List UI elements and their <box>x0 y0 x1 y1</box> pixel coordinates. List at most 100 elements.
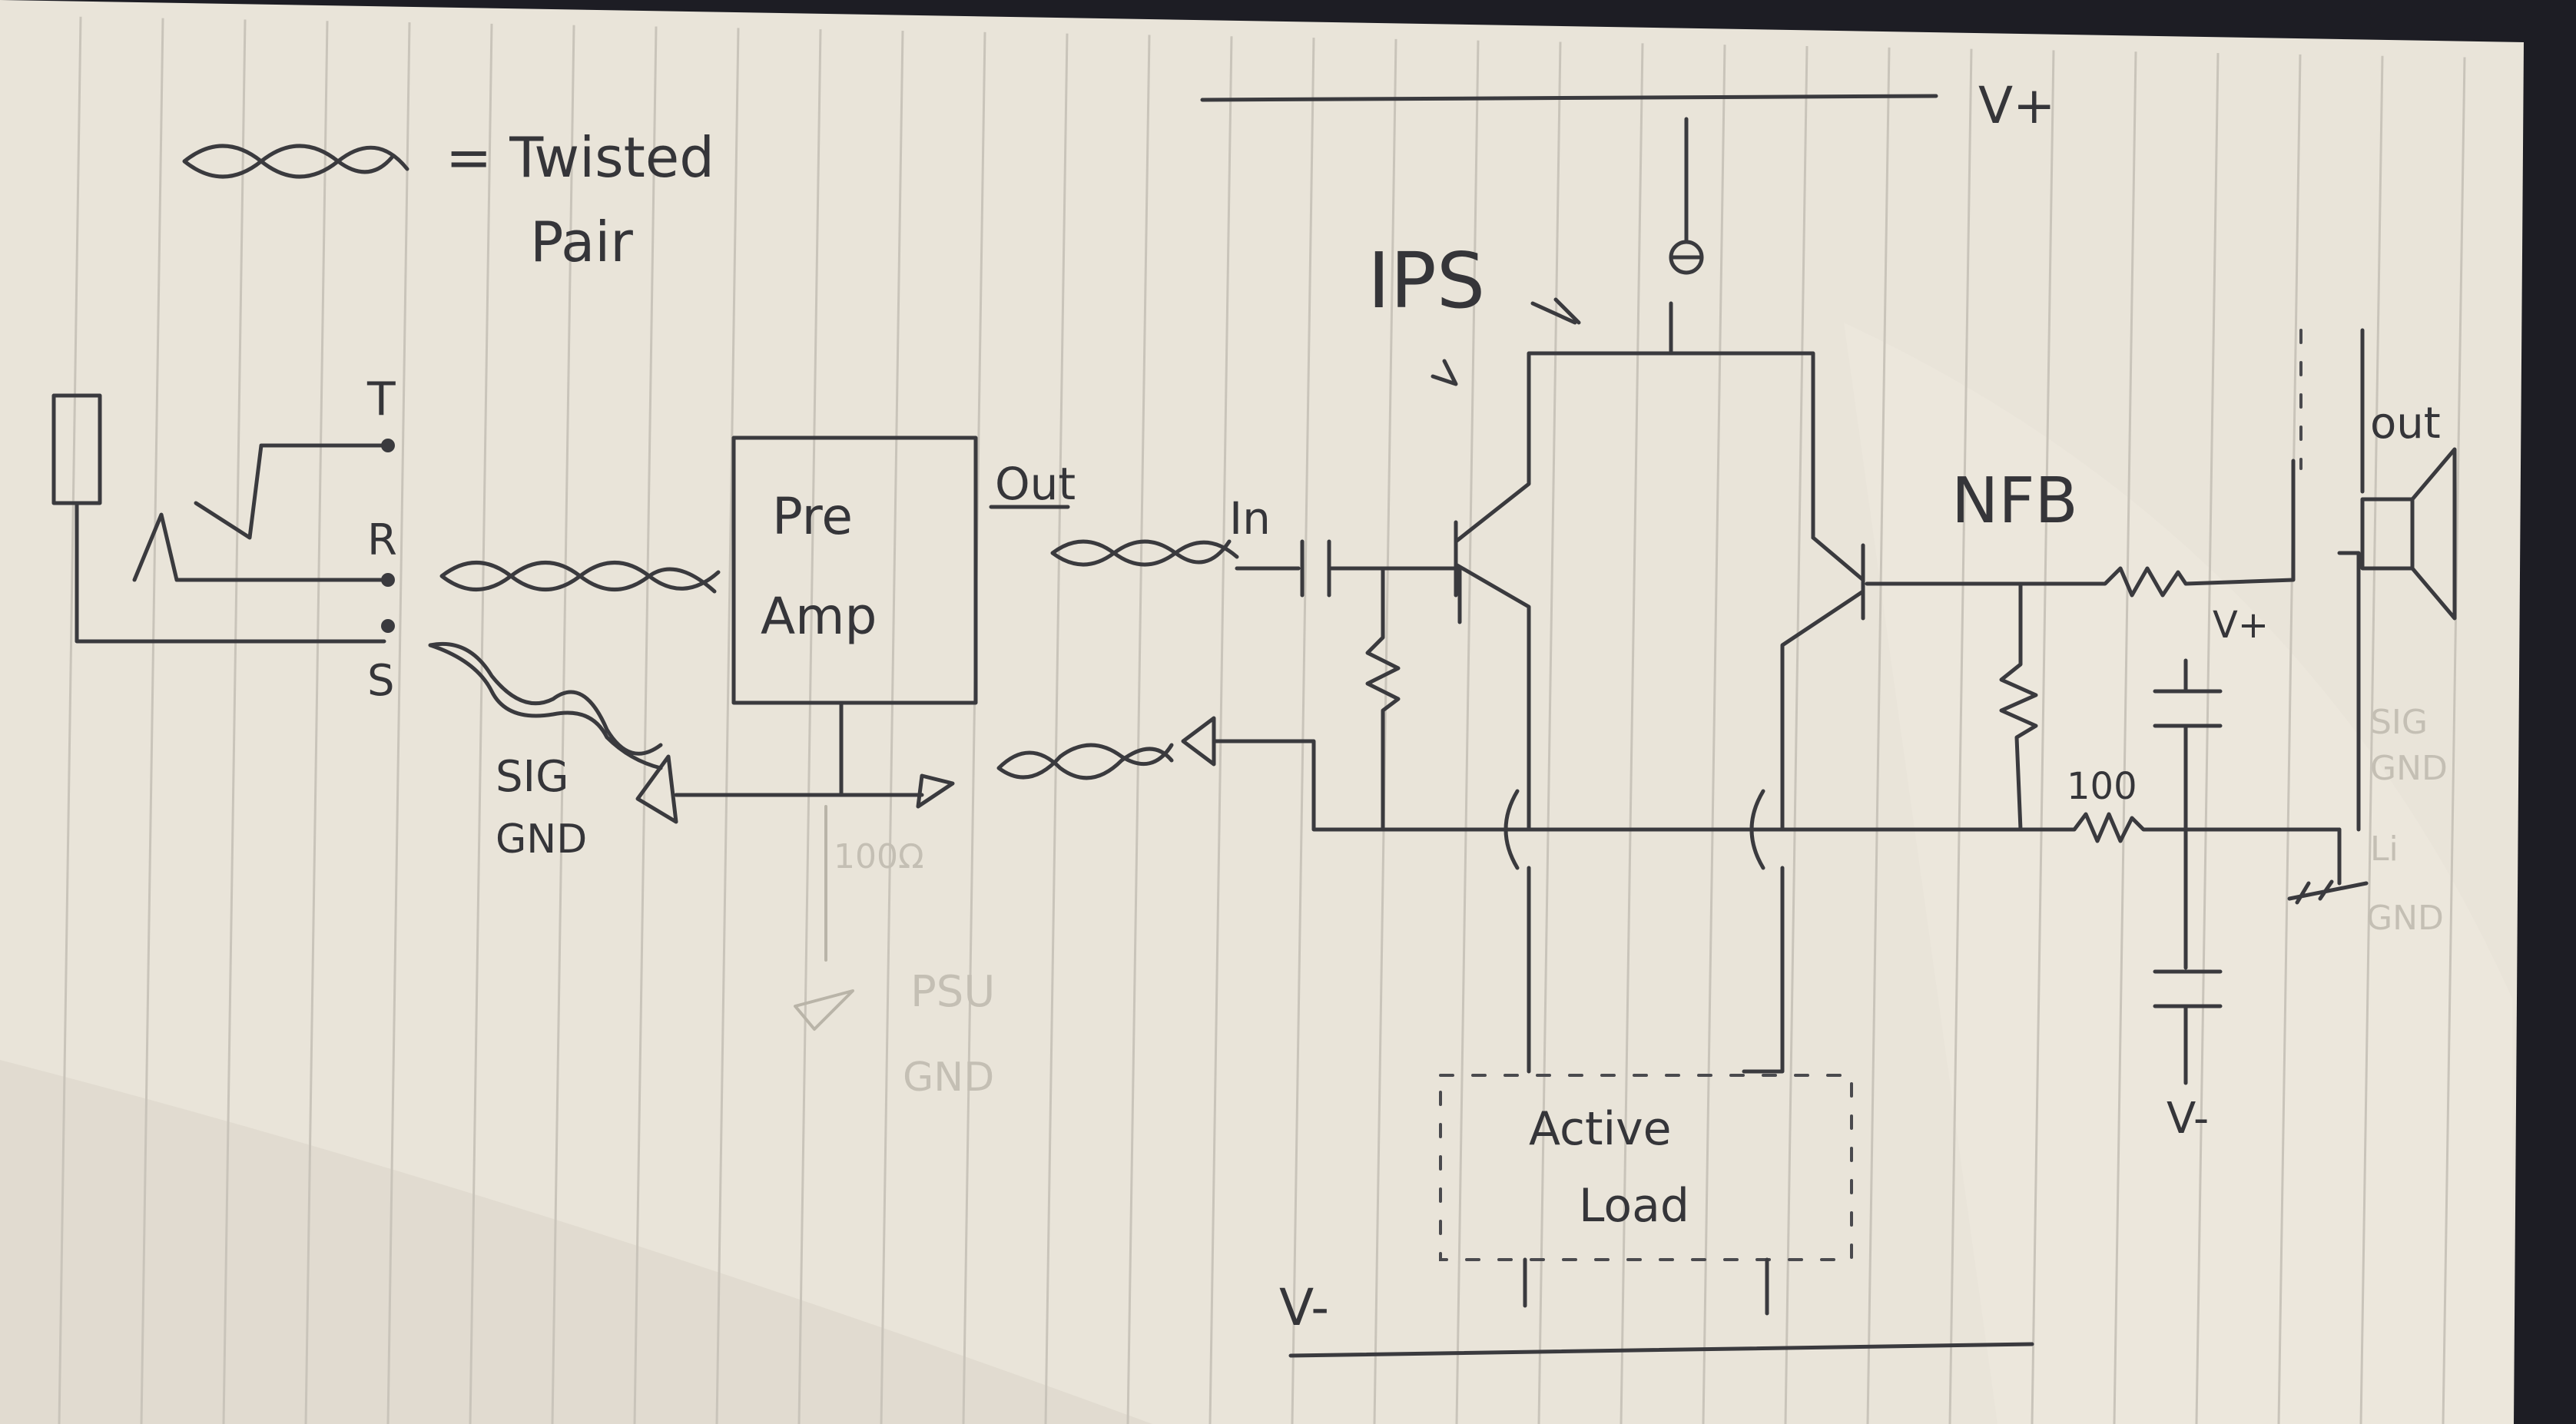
tip-terminal <box>381 439 395 452</box>
twisted-pair-ground <box>428 641 663 770</box>
speaker-return-wire <box>2337 551 2361 832</box>
ruled-line <box>1126 35 1151 1424</box>
ruled-line <box>386 22 411 1424</box>
faint-pencil-notes: 100Ω PSU GND SIG GND Li GND <box>834 703 2448 1101</box>
faint-resistor-note: 100Ω <box>834 837 924 876</box>
cap-v-minus-label: V- <box>2167 1094 2209 1144</box>
active-load-label-2: Load <box>1579 1179 1689 1233</box>
bias-resistor <box>1365 566 1401 832</box>
tip-wire <box>194 443 386 540</box>
ruled-line <box>1784 45 1809 1424</box>
faint-psu-note-2: GND <box>903 1055 994 1101</box>
twisted-pair-legend: = Twisted Pair <box>182 125 714 274</box>
twisted-pair-return <box>996 743 1174 780</box>
return-ground-wire <box>1212 739 1516 832</box>
ruled-line <box>58 16 82 1424</box>
ruled-line <box>962 31 986 1424</box>
ruled-line <box>2359 55 2384 1424</box>
preamp-label: Pre <box>772 487 853 546</box>
ruled-line <box>2113 51 2137 1424</box>
ruled-line <box>1702 45 1726 1424</box>
crossover-left <box>1503 789 1520 870</box>
power-ground-symbol <box>2287 827 2369 905</box>
sleeve-terminal <box>381 619 395 633</box>
ruled-line <box>140 18 164 1424</box>
positive-rail-label: V+ <box>1978 76 2055 135</box>
ruled-line <box>880 30 904 1424</box>
preamp-label-2: Amp <box>761 587 877 646</box>
negative-rail-label: V- <box>1279 1278 1329 1337</box>
legend-label-2: Pair <box>530 210 633 274</box>
faint-right-note-4: GND <box>2366 899 2444 938</box>
ruled-line <box>797 29 822 1424</box>
ruled-lines <box>58 16 2466 1424</box>
faint-right-note-3: Li <box>2370 830 2399 869</box>
ruled-line <box>304 21 329 1424</box>
speaker: out <box>2360 328 2457 621</box>
sig-gnd-label-2: GND <box>496 816 587 863</box>
preamp-box <box>731 435 978 705</box>
ruled-line <box>2195 53 2220 1424</box>
sleeve-label: S <box>367 656 395 706</box>
ruled-line <box>2031 50 2055 1424</box>
ruled-line <box>222 19 247 1424</box>
sleeve-wire <box>75 501 386 644</box>
ruled-line <box>1373 38 1397 1424</box>
ring-wire <box>132 512 386 582</box>
notebook-page <box>0 0 2524 1424</box>
input-jack: T R S <box>51 373 397 706</box>
ips-input-label: In <box>1229 492 1271 545</box>
ruled-line <box>551 25 575 1424</box>
ruled-line <box>1866 47 1891 1424</box>
supply-capacitors: V+ V- <box>2153 604 2269 1144</box>
active-load: Active Load <box>1439 1074 1853 1316</box>
active-load-rail-leads <box>1523 1257 1769 1316</box>
tip-label: T <box>366 373 396 426</box>
ruled-line <box>1291 38 1315 1424</box>
cap-v-plus-label: V+ <box>2213 604 2269 647</box>
ips-arrow-2-icon <box>1431 359 1458 386</box>
feedback-resistor <box>1865 459 2296 598</box>
ring-terminal <box>381 573 395 587</box>
current-source-lead <box>1669 117 1704 260</box>
q2-emitter <box>1780 589 1865 832</box>
twisted-pair-preamp-out <box>1050 539 1239 567</box>
ips-label: IPS <box>1368 236 1485 326</box>
ruled-line <box>1620 43 1644 1424</box>
ruled-line <box>633 26 658 1424</box>
q1-collector-tail <box>1454 351 1815 544</box>
signal-ground-symbol: SIG GND <box>496 752 955 863</box>
ips-arrow-icon <box>1530 297 1581 325</box>
ruled-line <box>1455 40 1480 1424</box>
q1-emitter <box>1454 562 1531 832</box>
legend-label: = Twisted <box>446 125 714 190</box>
nfb-label: NFB <box>1951 465 2078 538</box>
faint-right-note: SIG <box>2370 703 2428 742</box>
active-load-label: Active <box>1529 1102 1672 1156</box>
preamp-out-label: Out <box>995 458 1076 510</box>
ruled-line <box>1044 33 1069 1424</box>
q2-collector <box>1811 535 1865 582</box>
ruled-line <box>1537 41 1562 1424</box>
ruled-line <box>715 28 740 1424</box>
input-pair: IPS <box>1368 117 1865 1074</box>
ground-resistor-100 <box>1511 812 2342 843</box>
preamp-ground-arrow <box>916 773 955 809</box>
ground-resistor-label: 100 <box>2067 765 2137 808</box>
active-load-box <box>1439 1074 1853 1261</box>
ring-label: R <box>367 515 397 565</box>
faint-psu-note: PSU <box>910 967 995 1017</box>
speaker-out-label: out <box>2370 399 2441 449</box>
q2-load-lead <box>1742 866 1785 1074</box>
psu-ground-pencil <box>794 805 854 1031</box>
preamp-block: Pre Amp Out <box>731 435 1076 1031</box>
ruled-line <box>1948 48 1973 1424</box>
feedback-network: NFB 100 <box>1511 329 2342 843</box>
sig-gnd-label: SIG <box>496 752 569 802</box>
feedback-shunt-resistor <box>1999 581 2038 832</box>
negative-rail <box>1288 1342 2034 1358</box>
faint-right-note-2: GND <box>2370 749 2448 788</box>
legend-twisted-pair-symbol <box>182 144 409 179</box>
ruled-line <box>2277 54 2302 1424</box>
